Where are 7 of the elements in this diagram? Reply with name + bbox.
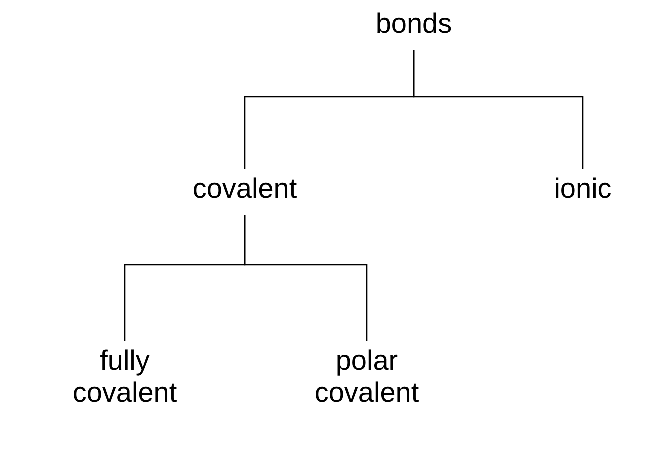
node-label: fully covalent xyxy=(50,345,200,409)
node-label: covalent xyxy=(170,173,320,205)
connector-line xyxy=(413,50,584,169)
node-label: ionic xyxy=(533,173,633,205)
connector-line xyxy=(244,215,368,341)
node-label: polar covalent xyxy=(292,345,442,409)
node-label: bonds xyxy=(354,8,474,40)
